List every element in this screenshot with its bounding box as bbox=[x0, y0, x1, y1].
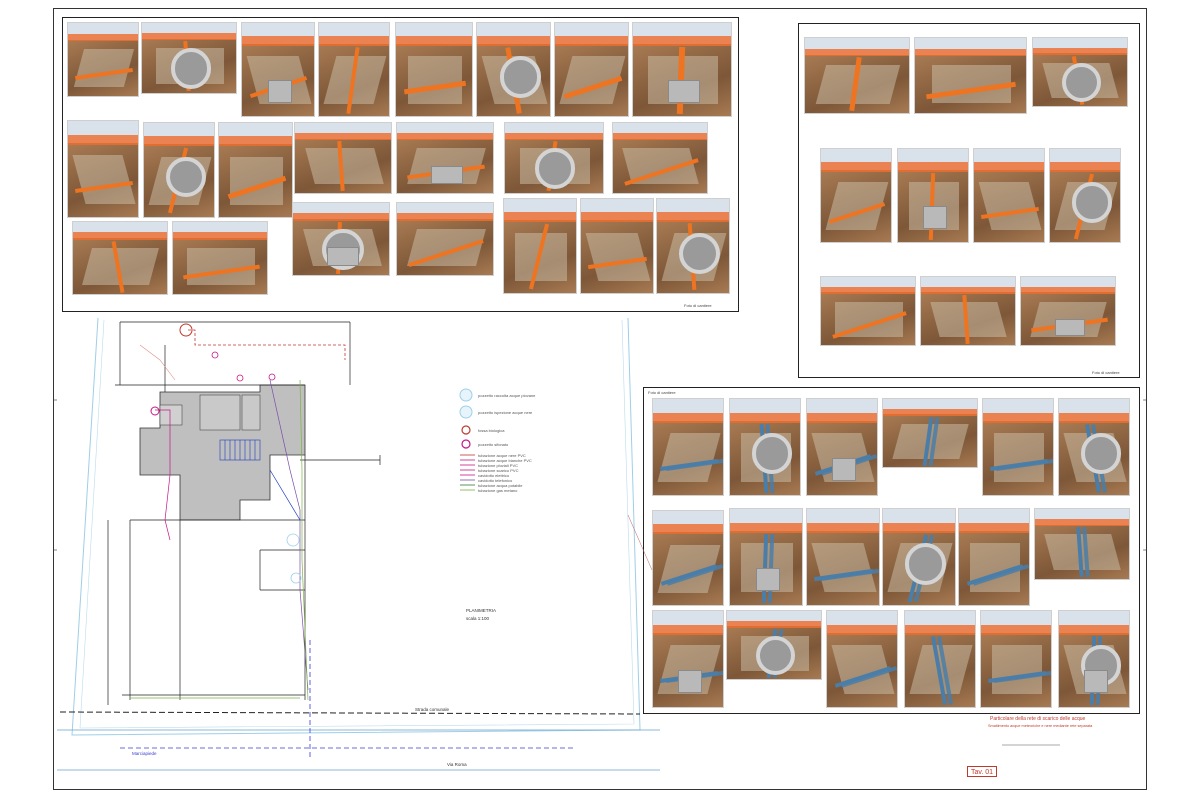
site-photo[interactable] bbox=[554, 22, 629, 117]
legend-item-5: tubazione acque nere PVC bbox=[478, 453, 526, 458]
road-label-3: Marciapiede bbox=[132, 751, 157, 756]
legend-item-4: pozzetto sifonato bbox=[478, 442, 509, 447]
site-photo[interactable] bbox=[914, 37, 1027, 114]
legend-item-2: pozzetto ispezione acque nere bbox=[478, 410, 533, 415]
road-label-1: Strada comunale bbox=[415, 707, 450, 712]
site-photo[interactable] bbox=[612, 122, 708, 194]
site-photo[interactable] bbox=[503, 198, 577, 294]
legend-item-1: pozzetto raccolta acque piovane bbox=[478, 393, 536, 398]
site-photo[interactable] bbox=[1058, 398, 1130, 496]
site-photo[interactable] bbox=[656, 198, 730, 294]
site-photo[interactable] bbox=[396, 122, 494, 194]
site-photo[interactable] bbox=[897, 148, 969, 243]
site-photo[interactable] bbox=[973, 148, 1045, 243]
site-photo[interactable] bbox=[580, 198, 654, 294]
site-photo[interactable] bbox=[395, 22, 473, 117]
panel-caption-top-right: Foto di cantiere bbox=[1092, 370, 1120, 375]
site-photo[interactable] bbox=[72, 221, 168, 295]
site-photo[interactable] bbox=[396, 202, 494, 276]
site-photo[interactable] bbox=[652, 610, 724, 708]
site-photo[interactable] bbox=[958, 508, 1030, 606]
panel-caption-top-left: Foto di cantiere bbox=[684, 303, 712, 308]
site-photo[interactable] bbox=[67, 22, 139, 97]
site-photo[interactable] bbox=[980, 610, 1052, 708]
scale-label: scala 1:100 bbox=[466, 616, 490, 621]
site-photo[interactable] bbox=[820, 276, 916, 346]
sheet-subtitle: Smaltimento acque meteoriche e nere medi… bbox=[988, 724, 1093, 728]
legend-item-6: tubazione acque bianche PVC bbox=[478, 458, 532, 463]
legend-item-12: tubazione gas metano bbox=[478, 488, 518, 493]
site-photo[interactable] bbox=[241, 22, 315, 117]
drawing-sheet bbox=[53, 8, 1147, 790]
site-photo[interactable] bbox=[1049, 148, 1121, 243]
site-photo[interactable] bbox=[141, 22, 237, 94]
site-photo[interactable] bbox=[1032, 37, 1128, 107]
legend-item-7: tubazione pluviali PVC bbox=[478, 463, 519, 468]
site-photo[interactable] bbox=[67, 120, 139, 218]
panel-caption-bottom-right: Foto di cantiere bbox=[648, 390, 676, 395]
road-label-2: Via Roma bbox=[447, 762, 467, 767]
site-photo[interactable] bbox=[1058, 610, 1130, 708]
site-photo[interactable] bbox=[729, 398, 801, 496]
legend-item-8: tubazione scarico PVC bbox=[478, 468, 519, 473]
site-photo[interactable] bbox=[882, 398, 978, 468]
site-photo[interactable] bbox=[504, 122, 604, 194]
site-photo[interactable] bbox=[292, 202, 390, 276]
site-photo[interactable] bbox=[632, 22, 732, 117]
site-photo[interactable] bbox=[218, 122, 293, 218]
legend-item-10: cavidotto telefonico bbox=[478, 478, 513, 483]
legend-item-3: fossa biologica bbox=[478, 428, 505, 433]
site-photo[interactable] bbox=[652, 510, 724, 606]
site-photo[interactable] bbox=[806, 398, 878, 496]
site-photo[interactable] bbox=[882, 508, 956, 606]
site-photo[interactable] bbox=[318, 22, 390, 117]
tavola-label: Tav. 01 bbox=[967, 766, 997, 777]
legend-item-9: cavidotto elettrico bbox=[478, 473, 510, 478]
site-photo[interactable] bbox=[806, 508, 880, 606]
sheet-title: Particolare della rete di scarico delle … bbox=[990, 716, 1086, 722]
site-photo[interactable] bbox=[143, 122, 215, 218]
site-photo[interactable] bbox=[820, 148, 892, 243]
site-photo[interactable] bbox=[982, 398, 1054, 496]
site-photo[interactable] bbox=[726, 610, 822, 680]
legend-item-11: tubazione acqua potabile bbox=[478, 483, 523, 488]
site-photo[interactable] bbox=[826, 610, 898, 708]
site-photo[interactable] bbox=[1034, 508, 1130, 580]
site-photo[interactable] bbox=[920, 276, 1016, 346]
site-photo[interactable] bbox=[904, 610, 976, 708]
site-photo[interactable] bbox=[172, 221, 268, 295]
site-photo[interactable] bbox=[476, 22, 551, 117]
site-photo[interactable] bbox=[1020, 276, 1116, 346]
site-photo[interactable] bbox=[729, 508, 803, 606]
site-photo[interactable] bbox=[804, 37, 910, 114]
site-photo[interactable] bbox=[652, 398, 724, 496]
site-photo[interactable] bbox=[294, 122, 392, 194]
planimetria-label: PLANIMETRIA bbox=[466, 608, 497, 613]
